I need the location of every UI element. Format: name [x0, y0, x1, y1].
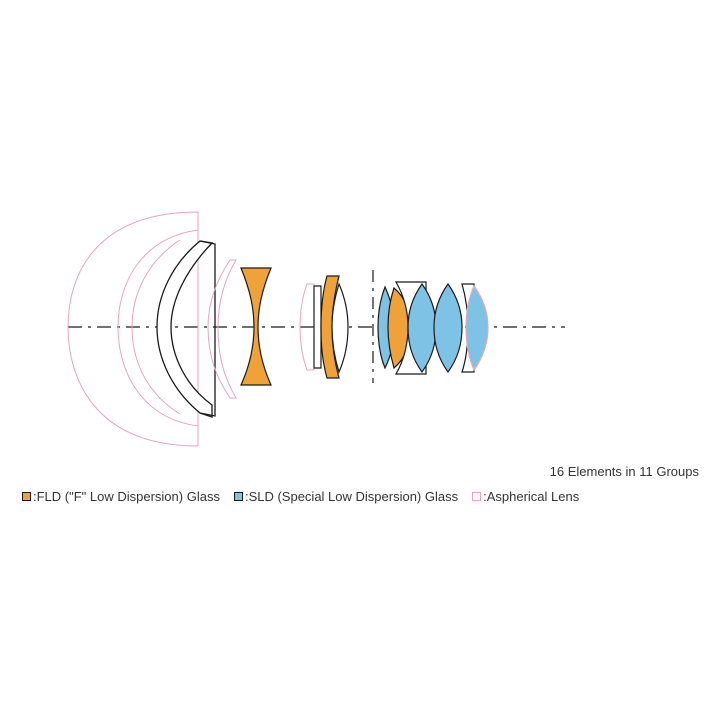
legend-label-sld: :SLD (Special Low Dispersion) Glass	[244, 489, 459, 504]
lens-element-4-fld	[240, 267, 272, 386]
lens-element-1-aspherical	[67, 211, 199, 447]
lens-element-6	[313, 285, 322, 369]
aspherical-swatch-icon	[472, 492, 482, 501]
sld-swatch-icon	[233, 492, 243, 501]
legend-item-fld: :FLD ("F" Low Dispersion) Glass	[22, 489, 220, 504]
lens-element-3-aspherical	[207, 259, 237, 399]
lens-element-15-sld	[465, 284, 489, 372]
legend: :FLD ("F" Low Dispersion) Glass :SLD (Sp…	[22, 489, 702, 504]
lens-element-8	[331, 282, 349, 374]
lens-element-2-front	[199, 240, 216, 417]
lens-element-2	[156, 240, 214, 418]
legend-label-aspherical: :Aspherical Lens	[483, 489, 580, 504]
legend-item-sld: :SLD (Special Low Dispersion) Glass	[233, 489, 459, 504]
legend-item-aspherical: :Aspherical Lens	[472, 489, 579, 504]
fld-swatch-icon	[22, 492, 31, 501]
legend-label-fld: :FLD ("F" Low Dispersion) Glass	[33, 489, 220, 504]
elements-summary: 16 Elements in 11 Groups	[549, 464, 699, 479]
lens-element-5-aspherical	[299, 283, 315, 371]
lens-element-13-sld	[433, 282, 463, 374]
lens-element-1-inner-curve	[131, 239, 181, 415]
